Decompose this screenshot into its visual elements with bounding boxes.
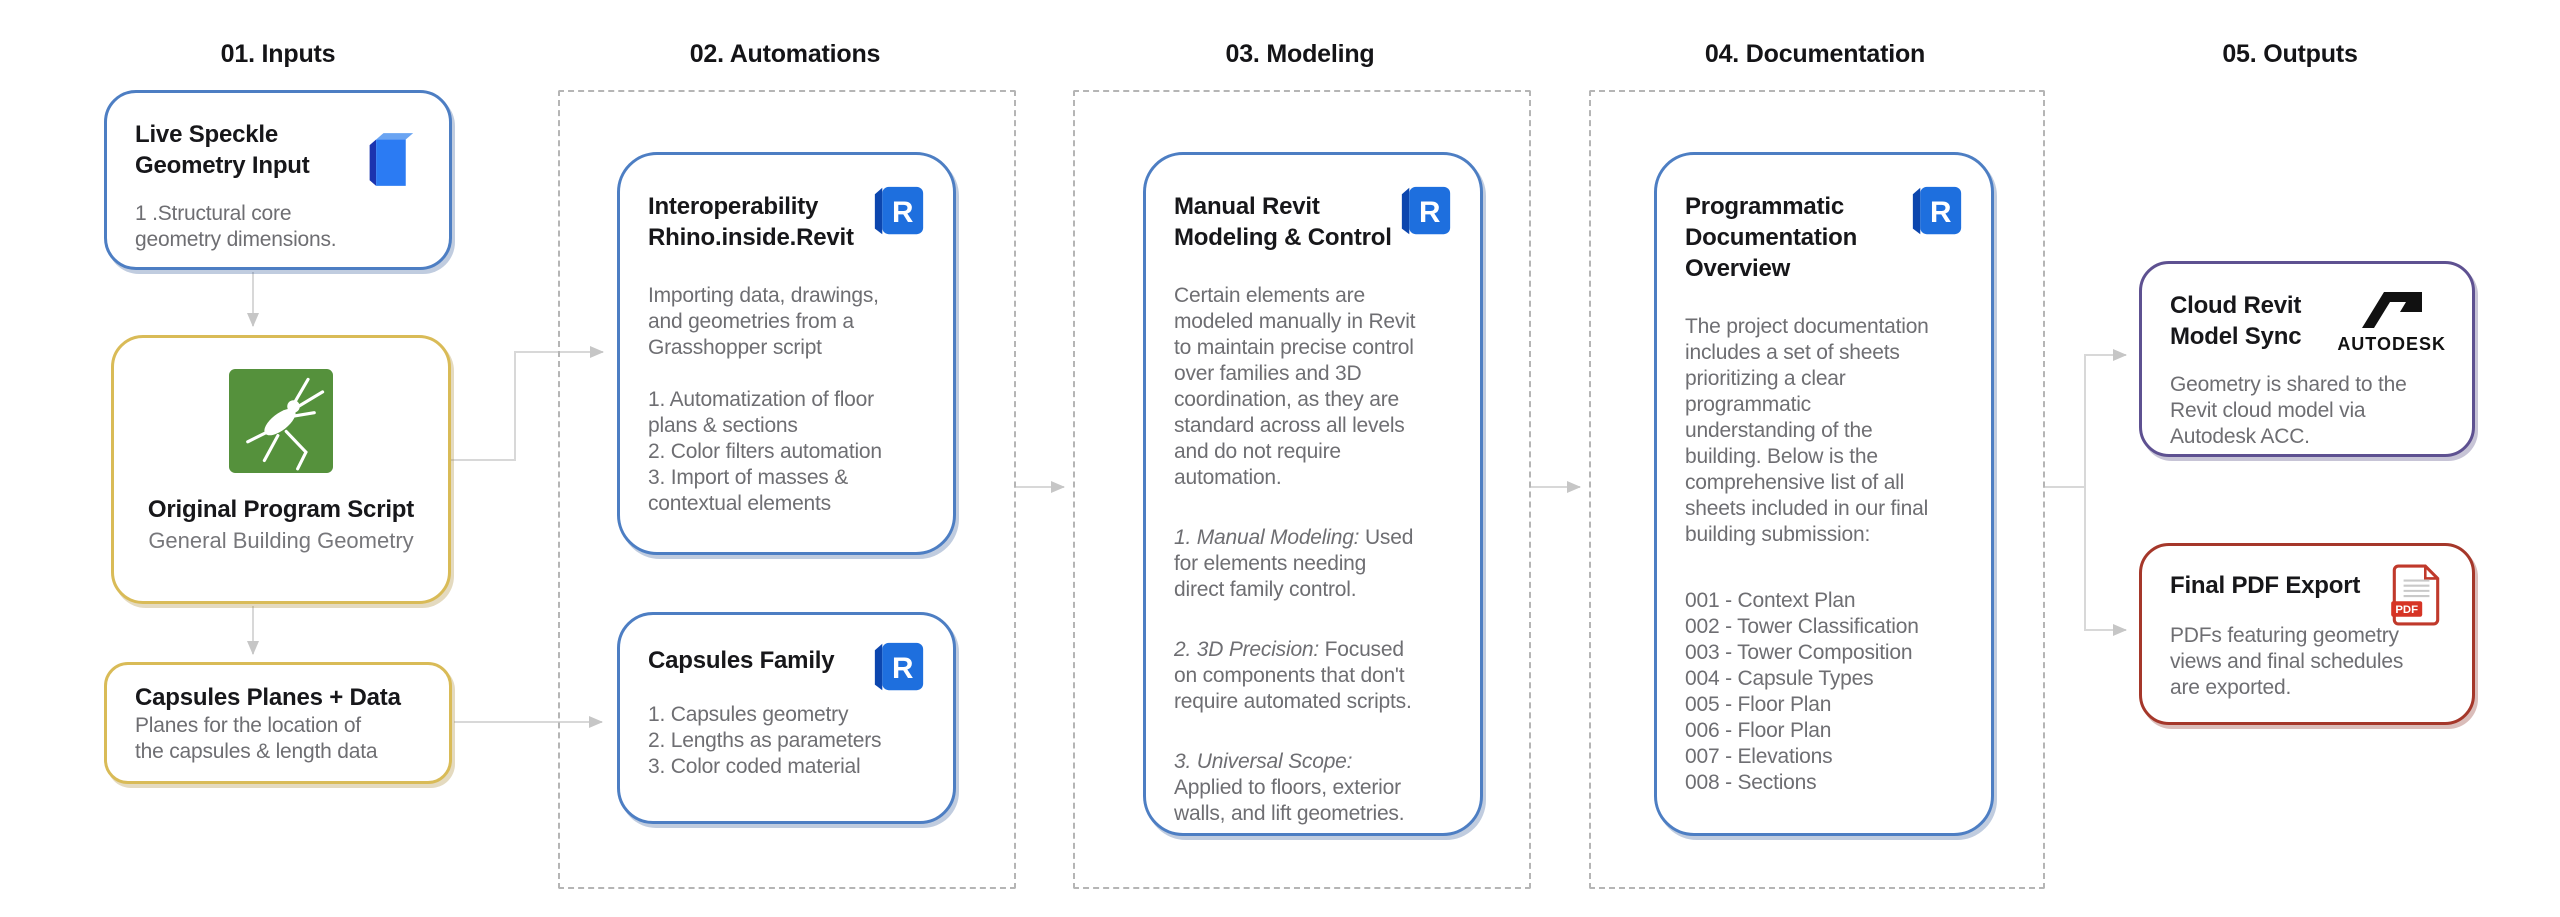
revit-icon: R [871,641,927,693]
sheet-item: 004 - Capsule Types [1685,667,1874,690]
modeling-item: 2. 3D Precision: Focused on components t… [1174,637,1456,715]
revit-icon: R [1909,185,1965,237]
svg-text:PDF: PDF [2395,604,2418,616]
node-body: PDFs featuring geometry views and final … [2170,624,2404,699]
column-header-outputs: 05. Outputs [2222,40,2358,68]
column-header-documentation: 04. Documentation [1704,40,1926,68]
node-title: Original Program Script [147,496,415,523]
node-programmatic-documentation: R Programmatic Documentation Overview Th… [1654,152,1994,836]
node-capsules-planes-data: Capsules Planes + Data Planes for the lo… [104,662,452,784]
sheet-item: 003 - Tower Composition [1685,641,1913,664]
node-title: Manual Revit Modeling & Control [1174,193,1392,251]
svg-text:R: R [892,196,913,229]
node-title: Capsules Family [648,647,835,674]
svg-text:R: R [1930,196,1951,229]
node-title: Interoperability Rhino.inside.Revit [648,193,854,251]
node-body: 1 .Structural core geometry dimensions. [135,202,337,251]
sheet-item: 005 - Floor Plan [1685,693,1832,716]
revit-icon: R [871,185,927,237]
sheet-item: 002 - Tower Classification [1685,615,1919,638]
node-title: Cloud Revit Model Sync [2170,292,2302,350]
grasshopper-icon [229,366,333,476]
modeling-item: 1. Manual Modeling: Used for elements ne… [1174,525,1456,603]
speckle-cube-icon [365,129,415,189]
node-title: Capsules Planes + Data [135,684,401,711]
automations-group-frame [558,90,1016,889]
node-intro: The project documentation includes a set… [1685,315,1929,546]
sheet-list: 001 - Context Plan 002 - Tower Classific… [1685,588,1967,796]
autodesk-wordmark: AUTODESK [2337,334,2446,354]
node-intro: Certain elements are modeled manually in… [1174,284,1416,489]
column-header-inputs: 01. Inputs [220,40,336,68]
autodesk-logo-icon: AUTODESK [2337,288,2446,355]
column-header-modeling: 03. Modeling [1225,40,1375,68]
modeling-item-lead: 1. Manual Modeling: [1174,526,1360,549]
sheet-item: 001 - Context Plan [1685,589,1856,612]
node-cloud-revit-sync: AUTODESK Cloud Revit Model Sync Geometry… [2139,261,2475,457]
sheet-item: 007 - Elevations [1685,745,1833,768]
node-original-program-script: Original Program Script General Building… [111,335,451,604]
modeling-group-frame [1073,90,1531,889]
modeling-item-lead: 2. 3D Precision: [1174,638,1320,661]
node-capsules-family: R Capsules Family 1. Capsules geometry 2… [617,612,956,824]
modeling-item-rest: Focused on components that don't require… [1174,638,1412,713]
node-body: Importing data, drawings, and geometries… [648,284,882,515]
svg-text:R: R [1419,196,1440,229]
node-title: Programmatic Documentation Overview [1685,193,1858,282]
sheet-item: 008 - Sections [1685,771,1817,794]
node-final-pdf-export: PDF Final PDF Export PDFs featuring geom… [2139,543,2475,725]
node-live-speckle: Live Speckle Geometry Input 1 .Structura… [104,90,452,270]
node-title: Final PDF Export [2170,572,2361,599]
modeling-item-lead: 3. Universal Scope: [1174,750,1353,773]
modeling-item-rest: Applied to floors, exterior walls, and l… [1174,776,1405,825]
modeling-item: 3. Universal Scope: Applied to floors, e… [1174,749,1456,827]
node-subtitle: General Building Geometry [148,528,414,553]
column-header-automations: 02. Automations [689,40,881,68]
node-manual-revit-modeling: R Manual Revit Modeling & Control Certai… [1143,152,1483,836]
revit-icon: R [1398,185,1454,237]
sheet-item: 006 - Floor Plan [1685,719,1832,742]
svg-text:R: R [892,652,913,685]
pdf-file-icon: PDF [2390,564,2442,626]
node-body: Geometry is shared to the Revit cloud mo… [2170,373,2407,448]
modeling-item-rest: Used for elements needing direct family … [1174,526,1414,601]
node-body: 1. Capsules geometry 2. Lengths as param… [648,703,882,778]
node-title: Live Speckle Geometry Input [135,121,310,179]
documentation-group-frame [1589,90,2045,889]
node-body: Planes for the location of the capsules … [135,714,378,763]
node-interoperability: R Interoperability Rhino.inside.Revit Im… [617,152,956,555]
